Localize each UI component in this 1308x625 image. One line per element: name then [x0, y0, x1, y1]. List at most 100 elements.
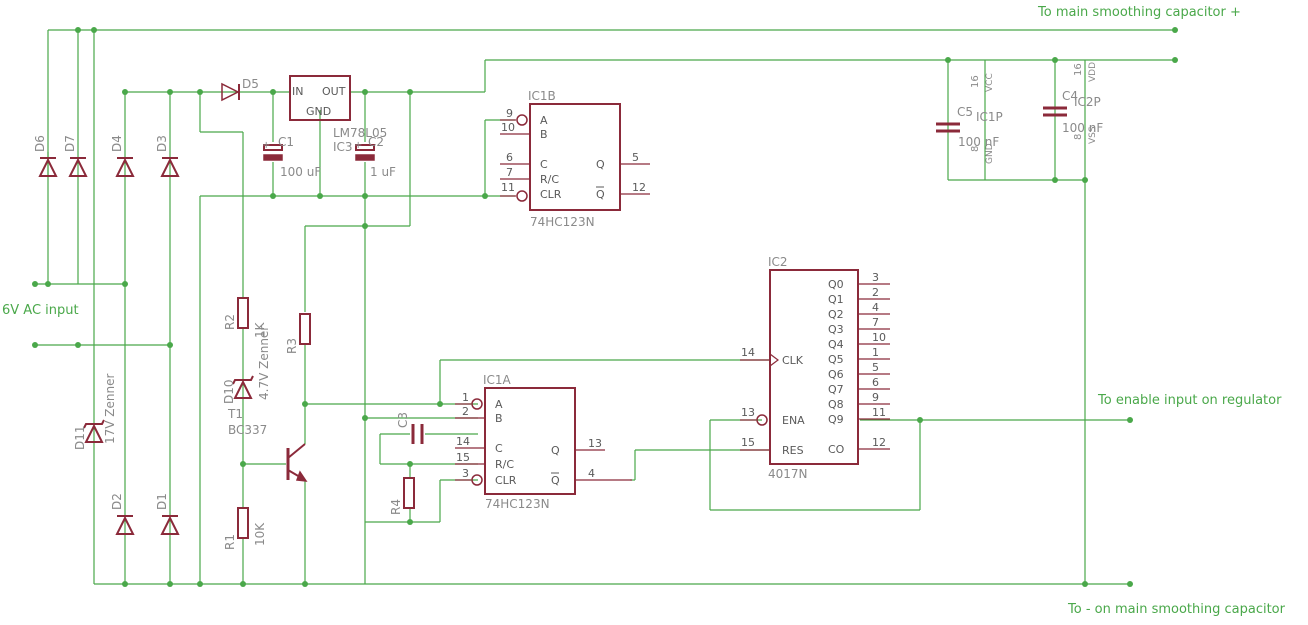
r2-value: 1K	[253, 321, 267, 338]
capacitor-c1: + C1 100 uF	[262, 135, 321, 179]
ic2-pin14: 14	[741, 346, 755, 359]
ic1b-name: IC1B	[528, 89, 556, 103]
ic1b-pin10: 10	[501, 121, 515, 134]
ic2-pin-number: 9	[872, 391, 879, 404]
net-label-main-minus: To - on main smoothing capacitor	[1067, 602, 1286, 617]
svg-text:+: +	[354, 140, 362, 151]
ic1b-pin5: 5	[632, 151, 639, 164]
ic2-pin-label: Q1	[828, 293, 844, 306]
d4-label: D4	[110, 135, 124, 152]
ic2p-label: IC2P	[1074, 95, 1101, 109]
net-label-main-plus: To main smoothing capacitor +	[1037, 5, 1241, 20]
reg-name: IC3	[333, 140, 353, 154]
ic1b-value: 74HC123N	[530, 215, 595, 229]
ic2-pin-number: 10	[872, 331, 886, 344]
c1-label: C1	[278, 135, 294, 149]
d10-label: D10	[222, 379, 236, 404]
c5-value: 100 nF	[958, 135, 999, 149]
reg-value: LM78L05	[333, 126, 387, 140]
c2-label: C2	[368, 135, 384, 149]
ic2-pin-label: Q9	[828, 413, 844, 426]
diode-d2: D2	[110, 493, 135, 535]
ic2-pin-number: 2	[872, 286, 879, 299]
ic2-pin-label: Q5	[828, 353, 844, 366]
ic2-pin13: 13	[741, 406, 755, 419]
ic2-pin-label: Q7	[828, 383, 844, 396]
r1-value: 10K	[253, 522, 267, 546]
d2-label: D2	[110, 493, 124, 510]
ic1a-pin3: 3	[462, 467, 469, 480]
capacitor-c3: C3	[396, 412, 424, 444]
diode-d6: D6	[33, 135, 58, 177]
ic2p-pin16: 16	[1073, 63, 1084, 76]
net-label-ac-input: 6V AC input	[2, 303, 79, 318]
ic1a-lbl-b: B	[495, 412, 503, 425]
ic1p-gnd: GND	[985, 143, 995, 164]
ic1a-lbl-qbar: Q	[551, 474, 560, 487]
ic2-pin-label: Q3	[828, 323, 844, 336]
t1-value: BC337	[228, 423, 267, 437]
ic2-pin-number: 4	[872, 301, 879, 314]
r2-label: R2	[223, 314, 237, 330]
ic2-pin-number: 6	[872, 376, 879, 389]
ic1p-pin8: 8	[970, 146, 981, 152]
d5-label: D5	[242, 77, 259, 91]
ic2-value: 4017N	[768, 467, 808, 481]
wires	[35, 29, 1175, 585]
ic2-name: IC2	[768, 255, 788, 269]
ic1a-pin1: 1	[462, 391, 469, 404]
resistor-r2: R2 1K	[223, 297, 267, 338]
capacitor-c4: C4 100 nF	[1043, 89, 1103, 135]
ic2-pin-label: Q2	[828, 308, 844, 321]
ic1b-lbl-a: A	[540, 114, 548, 127]
transistor-t1: T1 BC337	[227, 407, 308, 482]
ic1a-pin13: 13	[588, 437, 602, 450]
net-label-enable: To enable input on regulator	[1097, 393, 1282, 408]
ic2-pin-number: 7	[872, 316, 879, 329]
resistor-r1: R1 10K	[223, 507, 267, 550]
c1-value: 100 uF	[280, 165, 321, 179]
ic2: IC2 4017N 14 13 15 CLK ENA RES Q03Q12Q24…	[740, 255, 890, 481]
d11-label: D11	[73, 425, 87, 450]
diode-d5: D5	[221, 77, 259, 102]
ic1p-vcc: VCC	[985, 73, 995, 92]
d6-label: D6	[33, 135, 47, 152]
diode-d3: D3	[155, 135, 180, 177]
ic1a-lbl-a: A	[495, 398, 503, 411]
ic1b-lbl-rc: R/C	[540, 173, 559, 186]
c4-label: C4	[1062, 89, 1078, 103]
ic1b: IC1B 74HC123N 9 10 6 7 11 A B C R/C CLR …	[500, 89, 650, 229]
resistor-r3: R3	[285, 313, 311, 354]
ic1a-lbl-rc: R/C	[495, 458, 514, 471]
diode-d4: D4	[110, 135, 135, 177]
ic2p-vdd: VDD	[1088, 62, 1098, 82]
c2-value: 1 uF	[370, 165, 396, 179]
capacitor-c2: + C2 1 uF	[354, 135, 396, 179]
d11-value: 17V Zenner	[103, 374, 117, 444]
ic2-lbl-clk: CLK	[782, 354, 804, 367]
ic1a-lbl-c: C	[495, 442, 503, 455]
ic1a-pin14: 14	[456, 435, 470, 448]
c3-label: C3	[396, 412, 410, 428]
zener-d11: D11 17V Zenner	[73, 374, 117, 450]
ic1b-pin7: 7	[506, 166, 513, 179]
ic1b-lbl-b: B	[540, 128, 548, 141]
ic1b-pin6: 6	[506, 151, 513, 164]
diode-d7: D7	[63, 135, 88, 177]
ic1b-pin11: 11	[501, 181, 515, 194]
ic1a-lbl-q: Q	[551, 444, 560, 457]
ic1p-label: IC1P	[976, 110, 1003, 124]
resistor-r4: R4	[389, 477, 415, 515]
ic1a: IC1A 74HC123N 1 2 14 15 3 A B C R/C CLR …	[455, 373, 632, 511]
ic2-lbl-ena: ENA	[782, 414, 805, 427]
ic2-pin15: 15	[741, 436, 755, 449]
reg-in-label: IN	[292, 85, 303, 98]
ic2-pin-label: CO	[828, 443, 845, 456]
ic1b-lbl-c: C	[540, 158, 548, 171]
ic1b-pin12: 12	[632, 181, 646, 194]
zener-d10: D10 4.7V Zenner	[222, 326, 271, 404]
ic1b-pin9: 9	[506, 107, 513, 120]
ic2-pin-number: 11	[872, 406, 886, 419]
